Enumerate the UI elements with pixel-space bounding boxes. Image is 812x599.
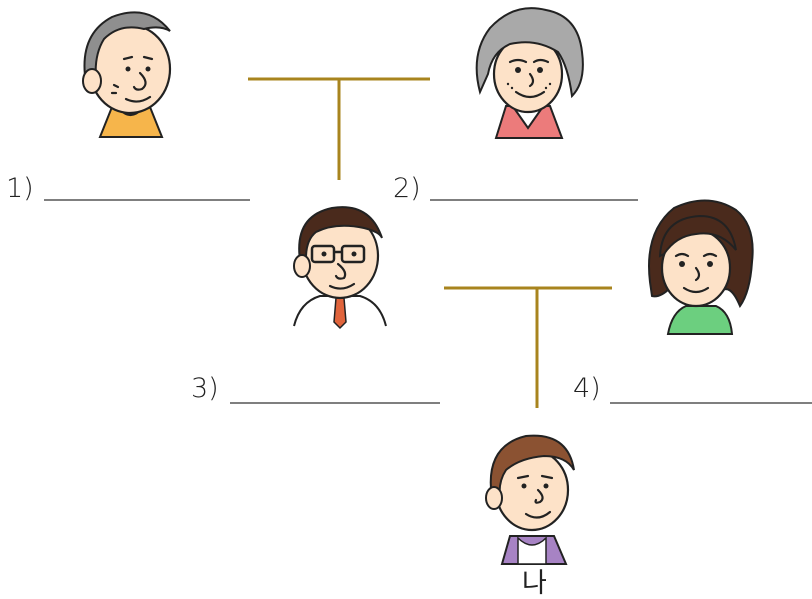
blank-number: 2)	[393, 173, 421, 204]
grandfather-hair	[83, 11, 171, 85]
father-tie	[333, 297, 347, 330]
mother-face-icon	[648, 199, 754, 335]
connectors	[248, 77, 612, 408]
blank-number: 3)	[191, 373, 219, 404]
blank-1: 1)	[6, 173, 250, 204]
me-face-icon	[485, 434, 575, 565]
blank-4: 4)	[573, 373, 812, 404]
father-face-icon	[293, 206, 387, 330]
grandmother-hair	[475, 7, 584, 99]
grandmother-face-icon	[475, 7, 584, 139]
father-hair	[298, 206, 383, 262]
blank-number: 1)	[6, 173, 34, 204]
grandfather-face-icon	[82, 11, 172, 138]
mother-shirt	[666, 305, 734, 335]
blank-2: 2)	[393, 173, 638, 204]
me-label: 나	[522, 568, 547, 599]
me-hair	[489, 434, 575, 499]
blank-3: 3)	[191, 373, 440, 404]
blank-number: 4)	[573, 373, 601, 404]
